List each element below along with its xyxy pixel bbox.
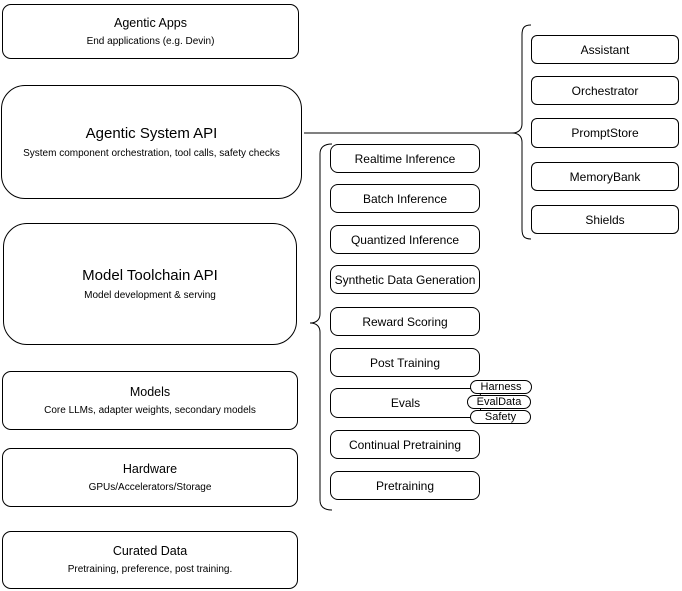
box-realtime-inference: Realtime Inference xyxy=(330,144,480,173)
box-orchestrator: Orchestrator xyxy=(531,76,679,105)
system-components-brace xyxy=(511,24,532,240)
box-hardware-subtitle: GPUs/Accelerators/Storage xyxy=(88,481,212,493)
box-model-toolchain-api: Model Toolchain API Model development & … xyxy=(3,223,297,345)
box-post-training: Post Training xyxy=(330,348,480,377)
box-model-toolchain-api-title: Model Toolchain API xyxy=(82,266,218,284)
box-agentic-system-api-title: Agentic System API xyxy=(85,124,218,142)
box-assistant: Assistant xyxy=(531,35,679,64)
box-models: Models Core LLMs, adapter weights, secon… xyxy=(2,371,298,430)
box-curated-data-subtitle: Pretraining, preference, post training. xyxy=(67,564,233,575)
box-agentic-apps-title: Agentic Apps xyxy=(114,15,187,30)
box-model-toolchain-api-subtitle: Model development & serving xyxy=(84,289,216,301)
box-agentic-apps-subtitle: End applications (e.g. Devin) xyxy=(86,35,215,47)
box-batch-inference: Batch Inference xyxy=(330,184,480,213)
box-pretraining: Pretraining xyxy=(330,471,480,500)
tag-safety: Safety xyxy=(470,410,531,424)
box-quantized-inference: Quantized Inference xyxy=(330,225,480,254)
box-curated-data: Curated Data Pretraining, preference, po… xyxy=(2,531,298,589)
box-models-title: Models xyxy=(129,384,171,399)
toolchain-services-brace xyxy=(309,143,333,511)
box-agentic-system-api: Agentic System API System component orch… xyxy=(1,85,302,199)
box-agentic-apps: Agentic Apps End applications (e.g. Devi… xyxy=(2,4,299,59)
box-curated-data-title: Curated Data xyxy=(112,544,188,558)
box-models-subtitle: Core LLMs, adapter weights, secondary mo… xyxy=(44,404,256,416)
tag-evaldata: EvalData xyxy=(467,395,531,409)
tag-harness: Harness xyxy=(470,380,532,394)
box-memorybank: MemoryBank xyxy=(531,162,679,191)
box-hardware-title: Hardware xyxy=(122,461,178,476)
box-reward-scoring: Reward Scoring xyxy=(330,307,480,336)
box-hardware: Hardware GPUs/Accelerators/Storage xyxy=(2,448,298,507)
box-synthetic-data-generation: Synthetic Data Generation xyxy=(330,265,480,294)
box-shields: Shields xyxy=(531,205,679,234)
box-continual-pretraining: Continual Pretraining xyxy=(330,430,480,459)
box-agentic-system-api-subtitle: System component orchestration, tool cal… xyxy=(23,147,280,159)
box-evals: Evals xyxy=(330,388,481,418)
box-promptstore: PromptStore xyxy=(531,118,679,148)
